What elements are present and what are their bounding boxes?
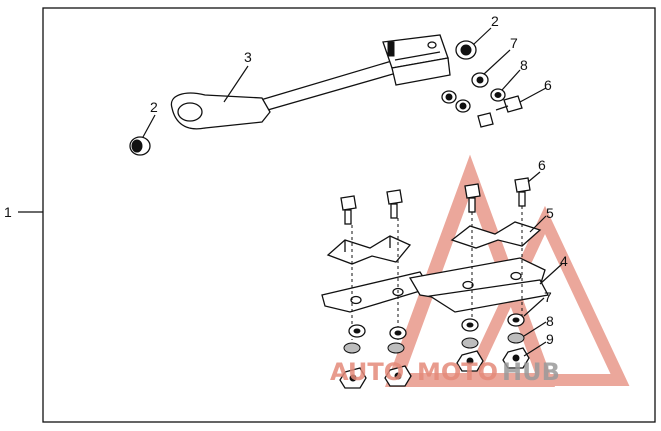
bar-eye-hole [177, 102, 203, 122]
callout-7-top: 7 [510, 35, 518, 51]
callout-2-left: 2 [150, 99, 158, 115]
watermark-part1: AUTO [330, 358, 404, 386]
washers-bottom [348, 313, 525, 340]
stabilizer-bar [170, 34, 451, 130]
bracket-bolts [340, 177, 531, 225]
bushing-top [455, 40, 477, 60]
bracket-plate [321, 257, 549, 313]
bushing-left [129, 136, 151, 156]
lower-bar-hardware [441, 90, 494, 128]
callout-4: 4 [560, 253, 568, 269]
diagram-frame [42, 7, 656, 423]
assembly-centerlines [351, 206, 523, 340]
watermark-part3: HUB [502, 358, 560, 386]
callout-3: 3 [244, 49, 252, 65]
callout-6-bottom: 6 [538, 157, 546, 173]
watermark-text: AUTO MOTO HUB [330, 358, 560, 386]
bolt-top [495, 95, 523, 113]
callout-9: 9 [546, 331, 554, 347]
callout-5: 5 [546, 205, 554, 221]
callout-7-bottom: 7 [544, 289, 552, 305]
callout-8-top: 8 [520, 57, 528, 73]
washer-top [471, 72, 489, 88]
mount-bracket-right [450, 221, 542, 249]
lock-washers-bottom [343, 332, 525, 354]
callout-8-bottom: 8 [546, 313, 554, 329]
callout-6-top: 6 [544, 77, 552, 93]
watermark-part2: MOTO [417, 358, 498, 386]
callout-1: 1 [4, 204, 12, 220]
lock-washer-top [490, 88, 506, 102]
callout-2-top: 2 [491, 13, 499, 29]
mount-bracket-left [326, 235, 412, 265]
nuts-bottom [339, 347, 530, 389]
